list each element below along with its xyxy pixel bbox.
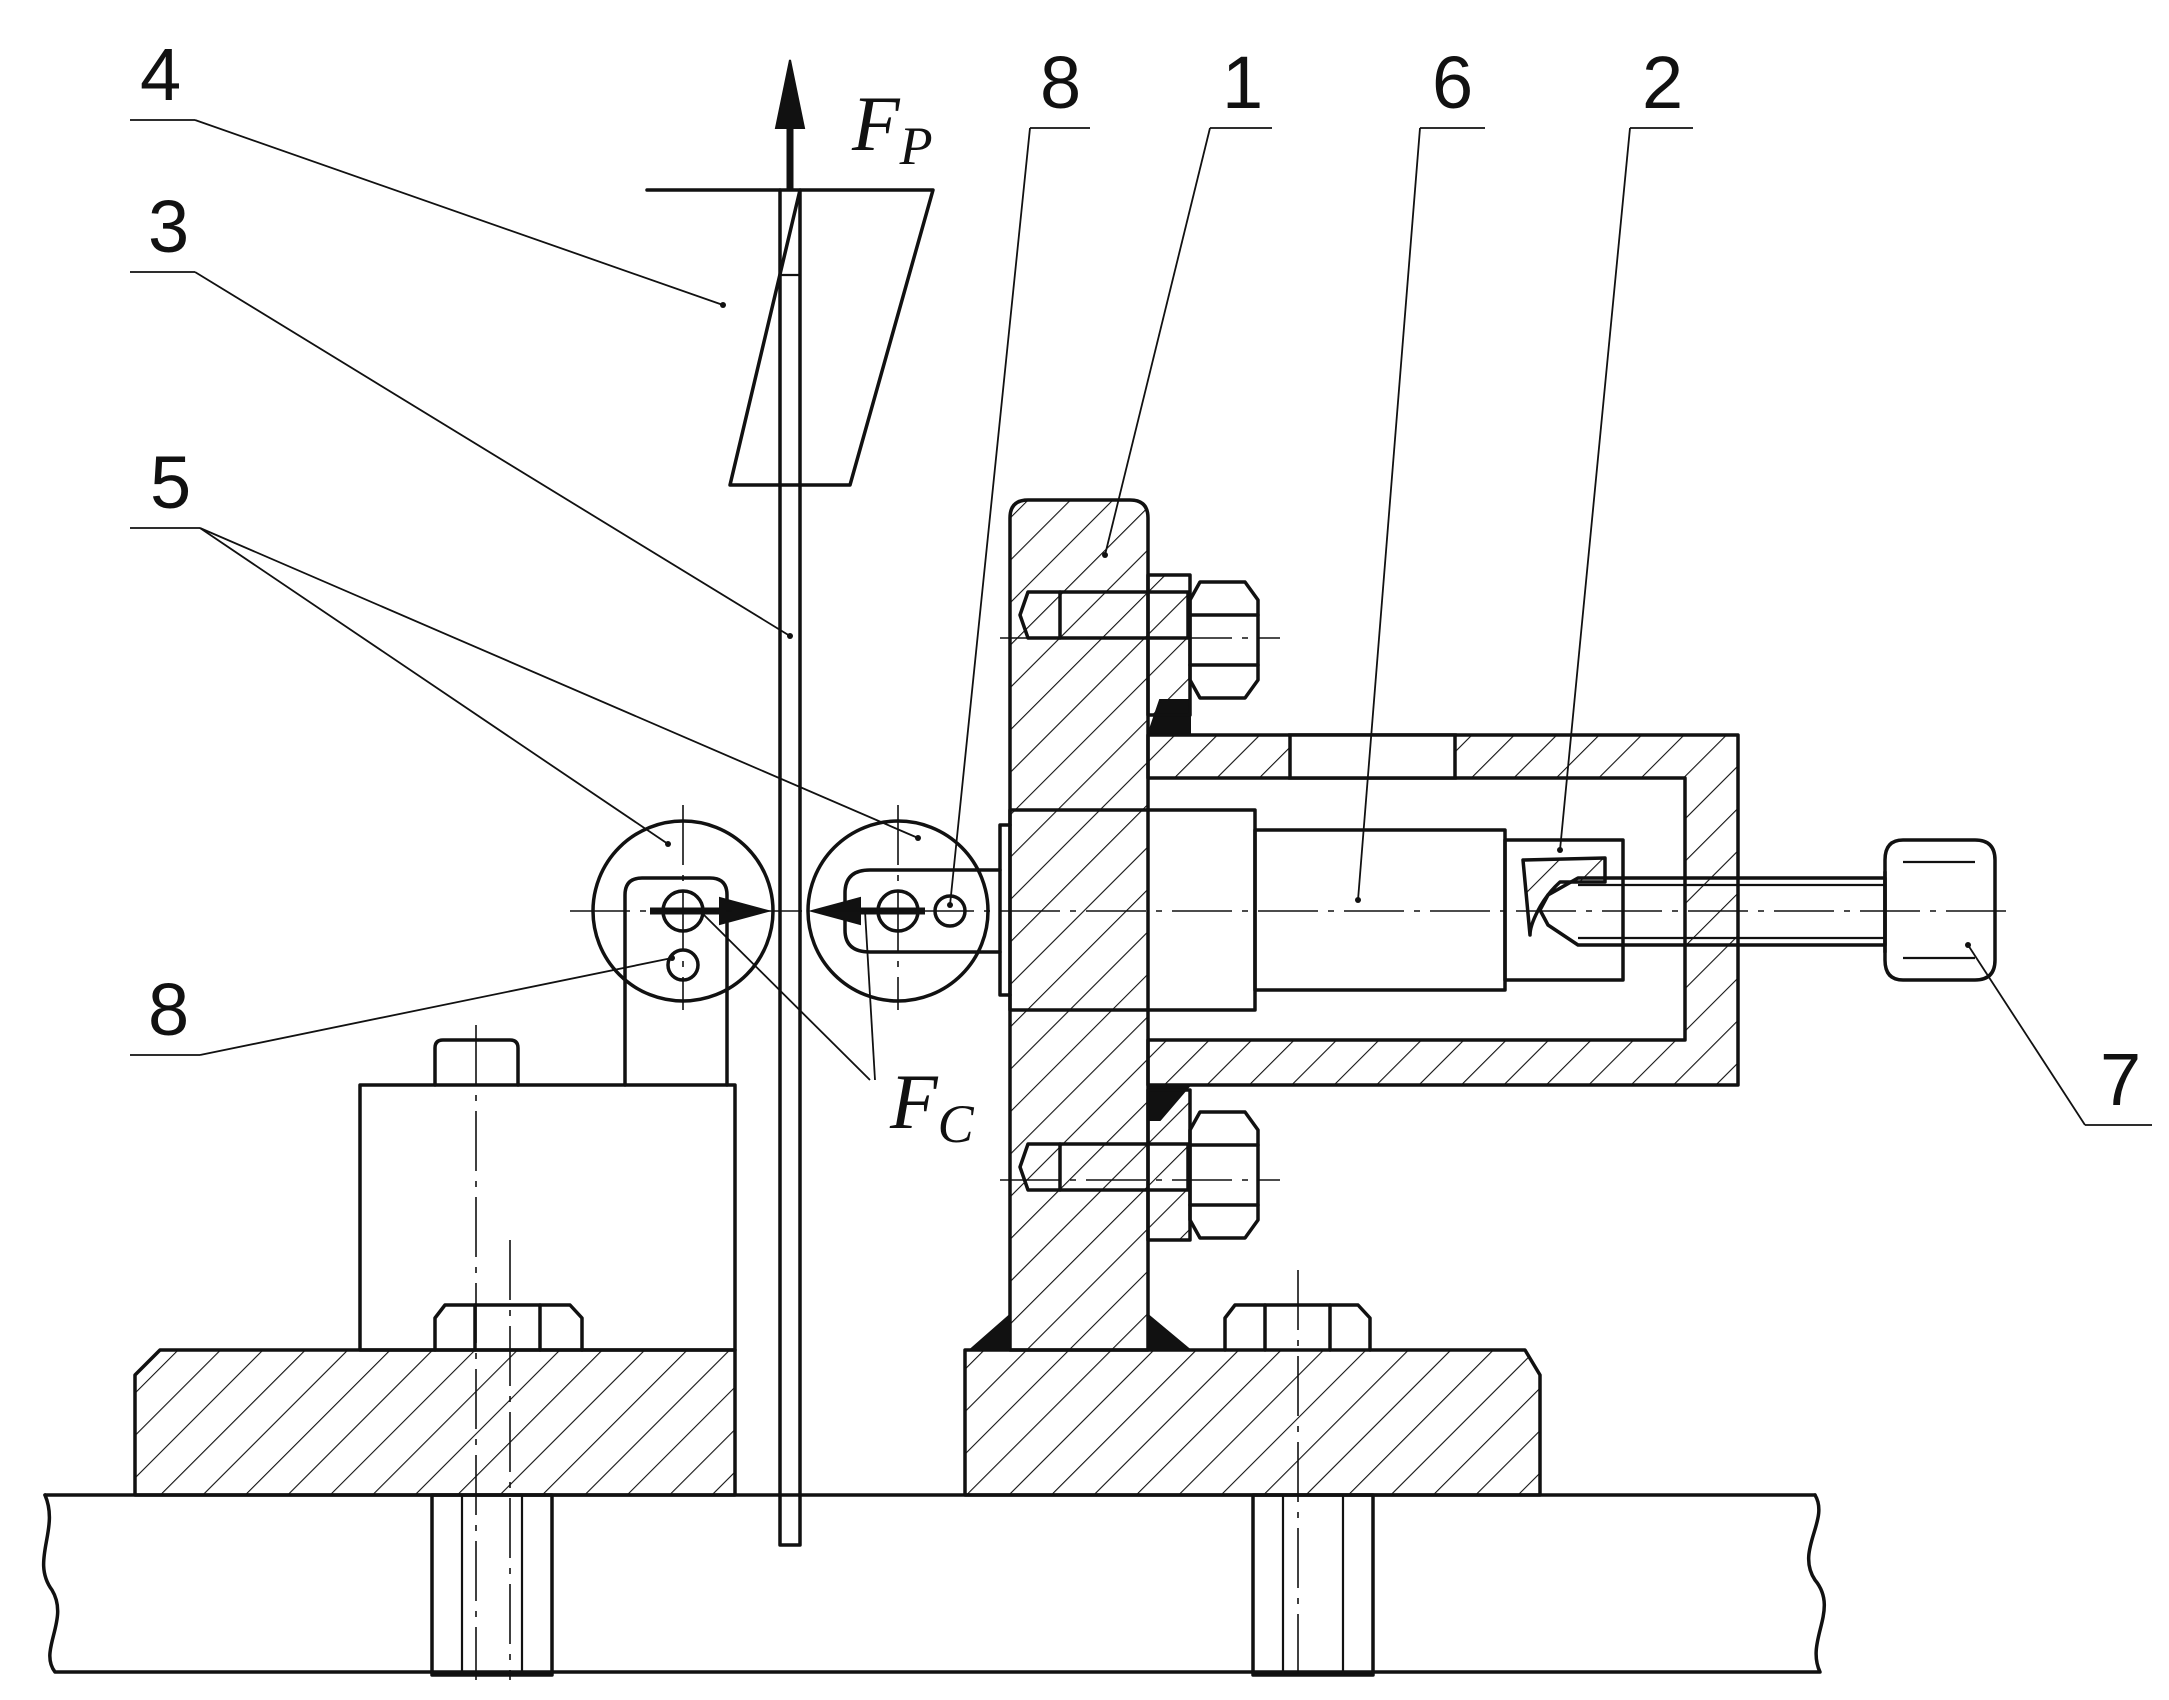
base-bolt-left (433, 1303, 584, 1352)
base-bolt-hole-left (430, 1493, 554, 1677)
pull-force-label: FP (851, 80, 933, 176)
label-part-4: 4 (140, 33, 181, 116)
mounting-base-left (133, 1348, 737, 1497)
label-part-7: 7 (2100, 1038, 2141, 1121)
label-part-3: 3 (148, 185, 189, 268)
weld-fillet (1147, 1312, 1193, 1351)
pull-force-arrow (774, 59, 806, 190)
callout-7: 7 (1965, 942, 2152, 1126)
callout-1: 1 (1102, 41, 1272, 558)
pressure-screw (1538, 838, 1997, 982)
label-part-5: 5 (150, 441, 191, 524)
center-lines (475, 637, 2010, 1680)
callout-4: 4 (130, 33, 726, 308)
label-part-1: 1 (1222, 41, 1263, 124)
specimen-strip (778, 188, 802, 1547)
base-bolt-right (1223, 1303, 1372, 1352)
label-part-8-top: 8 (1040, 41, 1081, 124)
base-bolt-hole-right (1251, 1493, 1375, 1677)
callout-2: 2 (1557, 41, 1693, 853)
vertical-bracket (1008, 498, 1150, 1352)
mounting-base-right (963, 1348, 1542, 1497)
bracket-screw-lower (1018, 1088, 1260, 1242)
tensile-grip (645, 188, 935, 487)
cylinder-housing (1146, 733, 1740, 1087)
clamp-force-label: FC (889, 1058, 975, 1154)
callout-5: 5 (130, 441, 921, 847)
callout-8-bottom: 8 (130, 955, 675, 1056)
callout-6: 6 (1355, 41, 1485, 903)
weld-fillet (967, 1312, 1011, 1351)
base-plate (41, 1493, 1827, 1674)
label-part-2: 2 (1642, 41, 1683, 124)
label-part-8-bottom: 8 (148, 968, 189, 1051)
callout-8-top: 8 (947, 41, 1090, 908)
label-part-6: 6 (1432, 41, 1473, 124)
callout-3: 3 (130, 185, 793, 639)
